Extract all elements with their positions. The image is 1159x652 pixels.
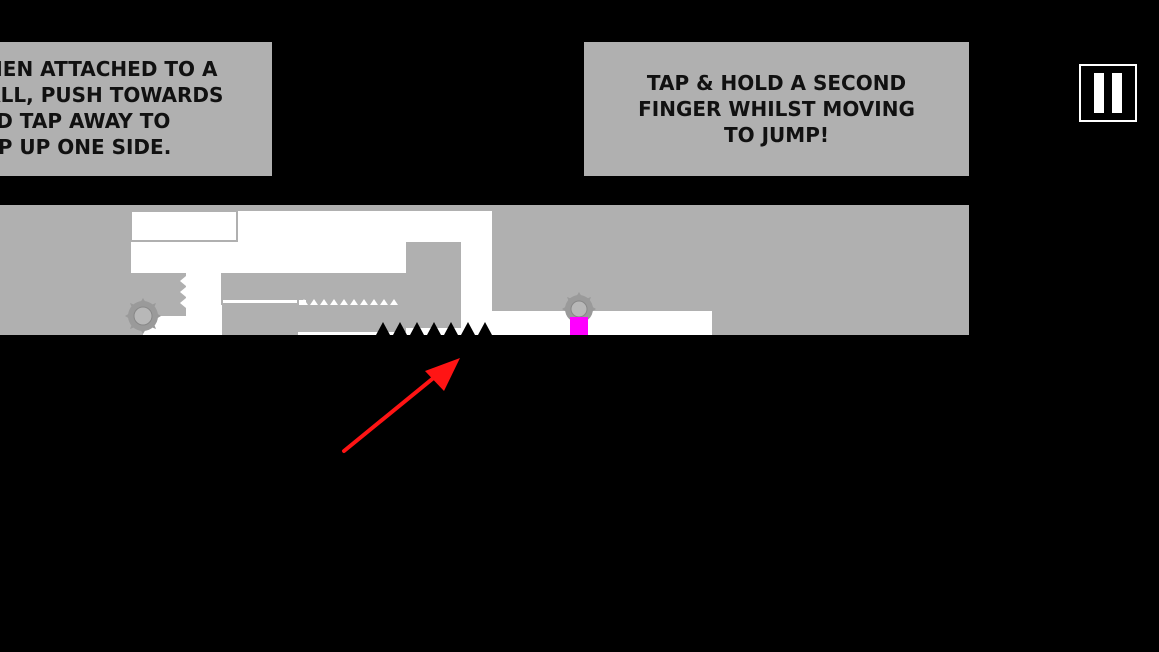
sign-line: AND TAP AWAY TO bbox=[0, 109, 171, 133]
wall-spike-column bbox=[180, 276, 186, 308]
saw-blade bbox=[562, 292, 596, 323]
tutorial-sign-right: TAP & HOLD A SECOND FINGER WHILST MOVING… bbox=[584, 42, 969, 176]
spike-row bbox=[376, 322, 492, 335]
level-wall-blocks bbox=[130, 210, 461, 335]
sign-line: WHEN ATTACHED TO A bbox=[0, 57, 218, 81]
sign-line: FINGER WHILST MOVING bbox=[638, 97, 915, 121]
hint-arrow bbox=[342, 358, 460, 453]
small-spike-row bbox=[300, 299, 398, 305]
sign-line: HOP UP ONE SIDE. bbox=[0, 135, 172, 159]
tutorial-sign-left: WHEN ATTACHED TO A WALL, PUSH TOWARDS AN… bbox=[0, 42, 272, 176]
player-character bbox=[570, 317, 588, 335]
sign-line: TO JUMP! bbox=[724, 123, 829, 147]
sign-line: TAP & HOLD A SECOND bbox=[646, 71, 907, 95]
sign-line: WALL, PUSH TOWARDS bbox=[0, 83, 224, 107]
pause-button[interactable] bbox=[1079, 64, 1137, 122]
saw-blade bbox=[125, 298, 161, 334]
